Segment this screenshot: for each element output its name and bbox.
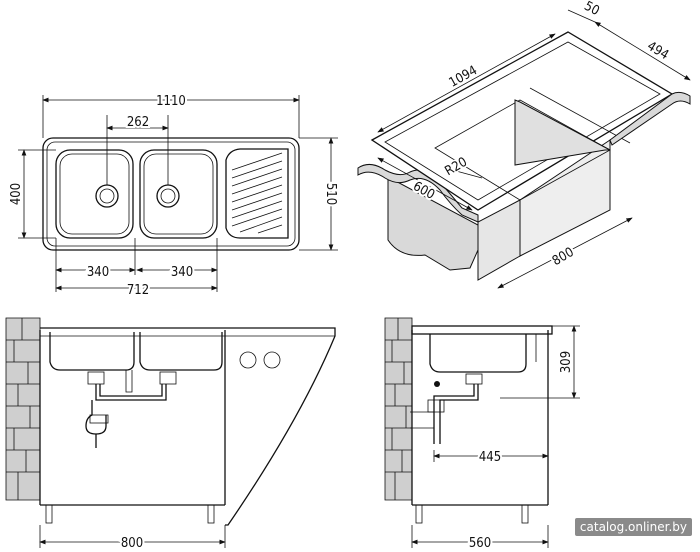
dim-side-cabinet: 560 xyxy=(469,536,491,548)
dim-bowl-left: 340 xyxy=(87,265,109,280)
side-view: 309 445 560 xyxy=(384,317,580,552)
dim-side-height: 309 xyxy=(559,351,574,373)
dim-holes-spacing: 262 xyxy=(127,115,149,130)
front-view: 800 xyxy=(5,317,336,552)
dim-bowl-right: 340 xyxy=(171,265,193,280)
dim-height: 400 xyxy=(9,183,24,205)
drainboard xyxy=(225,148,289,239)
dim-bowls-total: 712 xyxy=(127,283,149,298)
watermark: catalog.onliner.by xyxy=(574,518,692,536)
dim-iso-width: 494 xyxy=(644,39,671,63)
dim-iso-edge: 50 xyxy=(582,0,602,19)
right-drain xyxy=(156,184,180,208)
dim-iso-cabinet: 800 xyxy=(550,245,577,269)
dim-overall-width: 1110 xyxy=(156,94,186,109)
dim-side-offset: 445 xyxy=(479,450,501,465)
dim-depth: 510 xyxy=(323,183,338,205)
dim-front-cabinet: 800 xyxy=(121,536,143,548)
right-bowl xyxy=(139,149,218,239)
iso-view: 1094 494 50 R20 600 800 xyxy=(357,0,691,289)
top-view: 1110 262 400 510 340 340 712 xyxy=(7,92,340,300)
left-bowl xyxy=(55,149,134,239)
left-drain xyxy=(95,184,119,208)
